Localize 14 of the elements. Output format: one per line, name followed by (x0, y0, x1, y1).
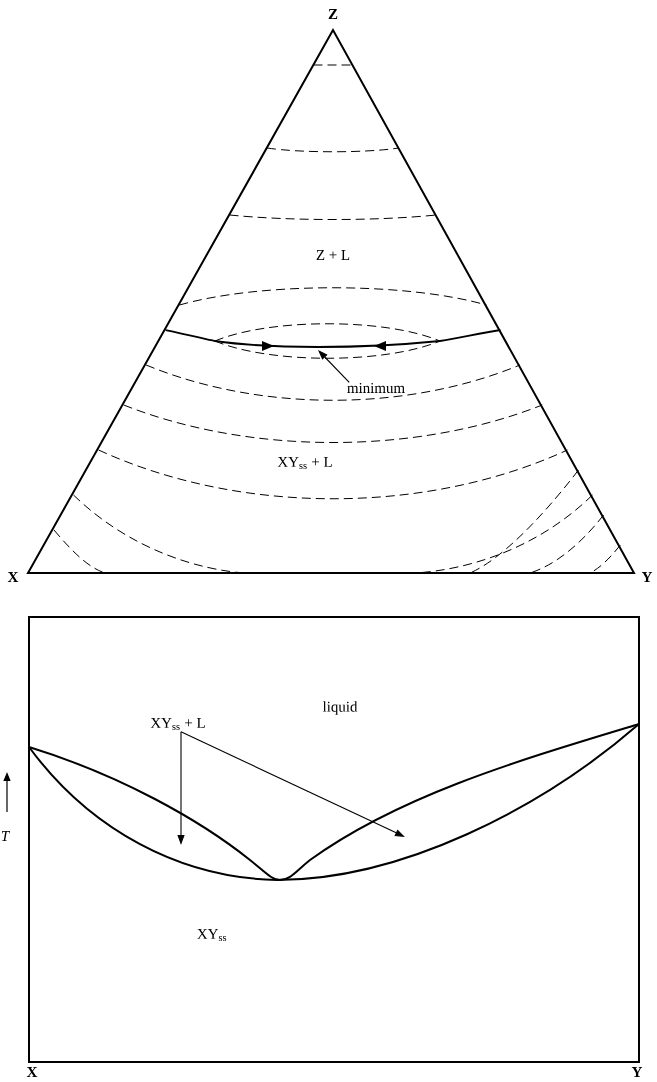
leader-line (318, 350, 350, 383)
leader-text: minimum (345, 381, 407, 395)
region-label: Z + L (316, 250, 350, 260)
axis-label: Y (631, 1067, 643, 1077)
leader-line (180, 731, 405, 837)
axis-label: T (1, 831, 11, 841)
corner-label: Z (328, 9, 338, 19)
corner-label: X (7, 572, 19, 582)
region-label: XY$_{ss}$ + L (277, 457, 332, 470)
leader-text: XY$_{ss}$ + L (148, 716, 208, 732)
axis-label: X (26, 1067, 38, 1077)
region-label: liquid (322, 701, 358, 715)
region-label: XY$_{ss}$ (197, 929, 227, 942)
corner-label: Y (641, 572, 653, 582)
